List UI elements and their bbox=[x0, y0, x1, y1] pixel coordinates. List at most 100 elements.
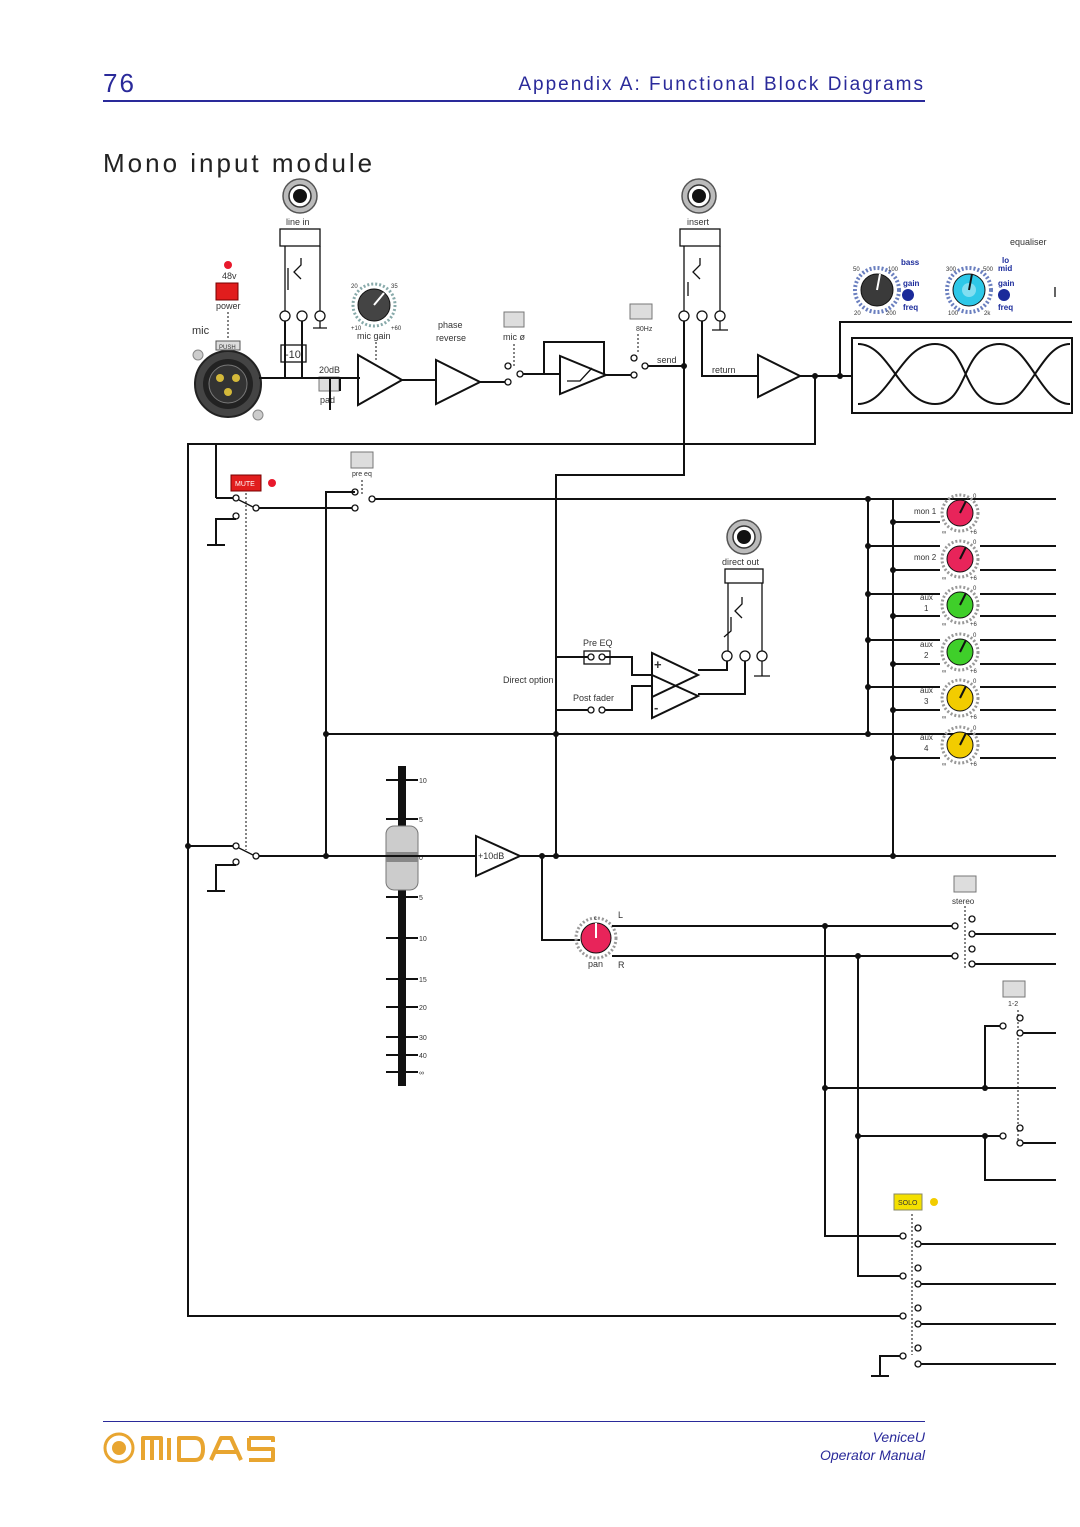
mic-gain-knob-icon[interactable] bbox=[351, 282, 397, 328]
lo-mid-knob-icon[interactable] bbox=[945, 266, 993, 314]
direct-out-jack-icon[interactable] bbox=[726, 519, 762, 555]
aux1-plus6-label: +6 bbox=[970, 622, 978, 628]
fader-mark-0: 0 bbox=[419, 855, 423, 862]
mute-label: MUTE bbox=[235, 481, 255, 488]
bass-freq-label: freq bbox=[903, 303, 918, 312]
bass-label: bass bbox=[901, 258, 920, 267]
fader-mark-10: 10 bbox=[419, 778, 427, 785]
plus10db-label: +10dB bbox=[478, 851, 504, 861]
aux4-knob-icon[interactable] bbox=[940, 725, 980, 765]
direct-option-label: Direct option bbox=[503, 675, 554, 685]
pan-right-label: R bbox=[618, 960, 625, 970]
aux1-aux-label: aux bbox=[920, 593, 933, 602]
line-in-label: line in bbox=[286, 217, 310, 227]
bus-1-2-button[interactable] bbox=[1002, 980, 1026, 998]
mic-label: mic bbox=[192, 325, 210, 337]
pre-eq-button[interactable] bbox=[350, 451, 374, 469]
mic-phase-label: mic ø bbox=[503, 332, 525, 342]
aux2-zero-label: 0 bbox=[973, 633, 977, 639]
lo-mid-gain-label: gain bbox=[998, 279, 1015, 288]
lo-mid-freq-knob-icon[interactable] bbox=[998, 289, 1010, 301]
svg-text:-: - bbox=[654, 700, 658, 715]
bass-knob-icon[interactable] bbox=[853, 266, 901, 314]
aux1-knob-icon[interactable] bbox=[940, 585, 980, 625]
header-title: Appendix A: Functional Block Diagrams bbox=[518, 74, 925, 95]
mic-gain-tick1: 20 bbox=[351, 284, 358, 290]
mon2-inf-label: ∞ bbox=[942, 576, 946, 582]
mon1-label: mon 1 bbox=[914, 507, 937, 516]
phantom-power-button[interactable] bbox=[215, 282, 239, 301]
aux1-zero-label: 0 bbox=[973, 586, 977, 592]
stereo-button[interactable] bbox=[953, 875, 977, 893]
phantom-led-icon bbox=[224, 261, 232, 269]
aux2-aux-label: aux bbox=[920, 640, 933, 649]
mic-phase-button[interactable] bbox=[503, 311, 525, 328]
aux2-knob-icon[interactable] bbox=[940, 632, 980, 672]
bass-gain-label: gain bbox=[903, 279, 920, 288]
post-fader-amp-icon bbox=[475, 834, 523, 878]
insert-contacts bbox=[678, 246, 728, 331]
header-rule bbox=[103, 100, 925, 102]
fader-mark-inf: ∞ bbox=[419, 1070, 424, 1077]
mon2-knob-icon[interactable] bbox=[940, 539, 980, 579]
mute-button[interactable] bbox=[230, 474, 262, 492]
solo-label: SOLO bbox=[898, 1200, 918, 1207]
lo-mid-tick3: 100 bbox=[948, 311, 959, 317]
line-in-jack-icon[interactable] bbox=[282, 178, 318, 214]
aux3-knob-icon[interactable] bbox=[940, 678, 980, 718]
aux1-inf-label: ∞ bbox=[942, 622, 946, 628]
direct-out-contacts bbox=[721, 583, 770, 677]
fader-mark-m10: 10 bbox=[419, 936, 427, 943]
bass-tick1: 50 bbox=[853, 267, 860, 273]
mute-switch-icon bbox=[207, 494, 352, 546]
solo-button[interactable] bbox=[893, 1193, 923, 1211]
aux2-plus6-label: +6 bbox=[970, 669, 978, 675]
bass-freq-knob-icon[interactable] bbox=[902, 289, 914, 301]
fader-icon[interactable] bbox=[385, 766, 419, 1086]
aux4-number-label: 4 bbox=[924, 744, 929, 753]
line-in-jack-box bbox=[279, 228, 321, 247]
stereo-switch-icon bbox=[951, 915, 1056, 968]
equaliser-label: equaliser bbox=[1010, 237, 1047, 247]
bass-tick4: 200 bbox=[886, 311, 897, 317]
mute-led-icon bbox=[268, 479, 276, 487]
hpf-filter-icon bbox=[559, 354, 609, 396]
solo-switch-icon bbox=[871, 1224, 1056, 1377]
footer-product: VeniceU bbox=[872, 1429, 925, 1445]
aux3-aux-label: aux bbox=[920, 686, 933, 695]
mon1-inf-label: ∞ bbox=[942, 530, 946, 536]
footer-rule bbox=[103, 1421, 925, 1422]
pan-center-label: c bbox=[594, 916, 597, 922]
minus10-box bbox=[280, 344, 307, 363]
mic-gain-tick2: 35 bbox=[391, 284, 398, 290]
aux4-inf-label: ∞ bbox=[942, 762, 946, 768]
mon1-plus6-label: +6 bbox=[970, 530, 978, 536]
bus-1-2-switch-icon bbox=[822, 926, 1056, 1277]
insert-jack-box bbox=[679, 228, 721, 247]
line-in-contacts bbox=[279, 246, 327, 329]
phase-label: phase bbox=[438, 320, 463, 330]
insert-jack-icon[interactable] bbox=[681, 178, 717, 214]
mon1-zero-label: 0 bbox=[973, 494, 977, 500]
xlr-connector-icon[interactable] bbox=[192, 340, 264, 421]
aux1-number-label: 1 bbox=[924, 604, 929, 613]
power-label: power bbox=[216, 301, 241, 311]
direct-out-box bbox=[724, 568, 764, 584]
pan-label: pan bbox=[588, 959, 603, 969]
aux2-inf-label: ∞ bbox=[942, 669, 946, 675]
page-number: 76 bbox=[103, 68, 136, 98]
pre-eq-option-label: Pre EQ bbox=[583, 638, 613, 648]
insert-label: insert bbox=[687, 217, 710, 227]
pan-left-label: L bbox=[618, 910, 623, 920]
lo-mid-tick1: 300 bbox=[946, 267, 957, 273]
hpf-button[interactable] bbox=[629, 303, 653, 320]
pan-knob-icon[interactable] bbox=[574, 916, 618, 960]
input-signal-path bbox=[187, 321, 900, 1317]
mon1-knob-icon[interactable] bbox=[940, 493, 980, 533]
mic-gain-tick4: +60 bbox=[391, 326, 402, 332]
push-label: PUSH bbox=[219, 345, 236, 351]
fader-mark-15: 15 bbox=[419, 977, 427, 984]
